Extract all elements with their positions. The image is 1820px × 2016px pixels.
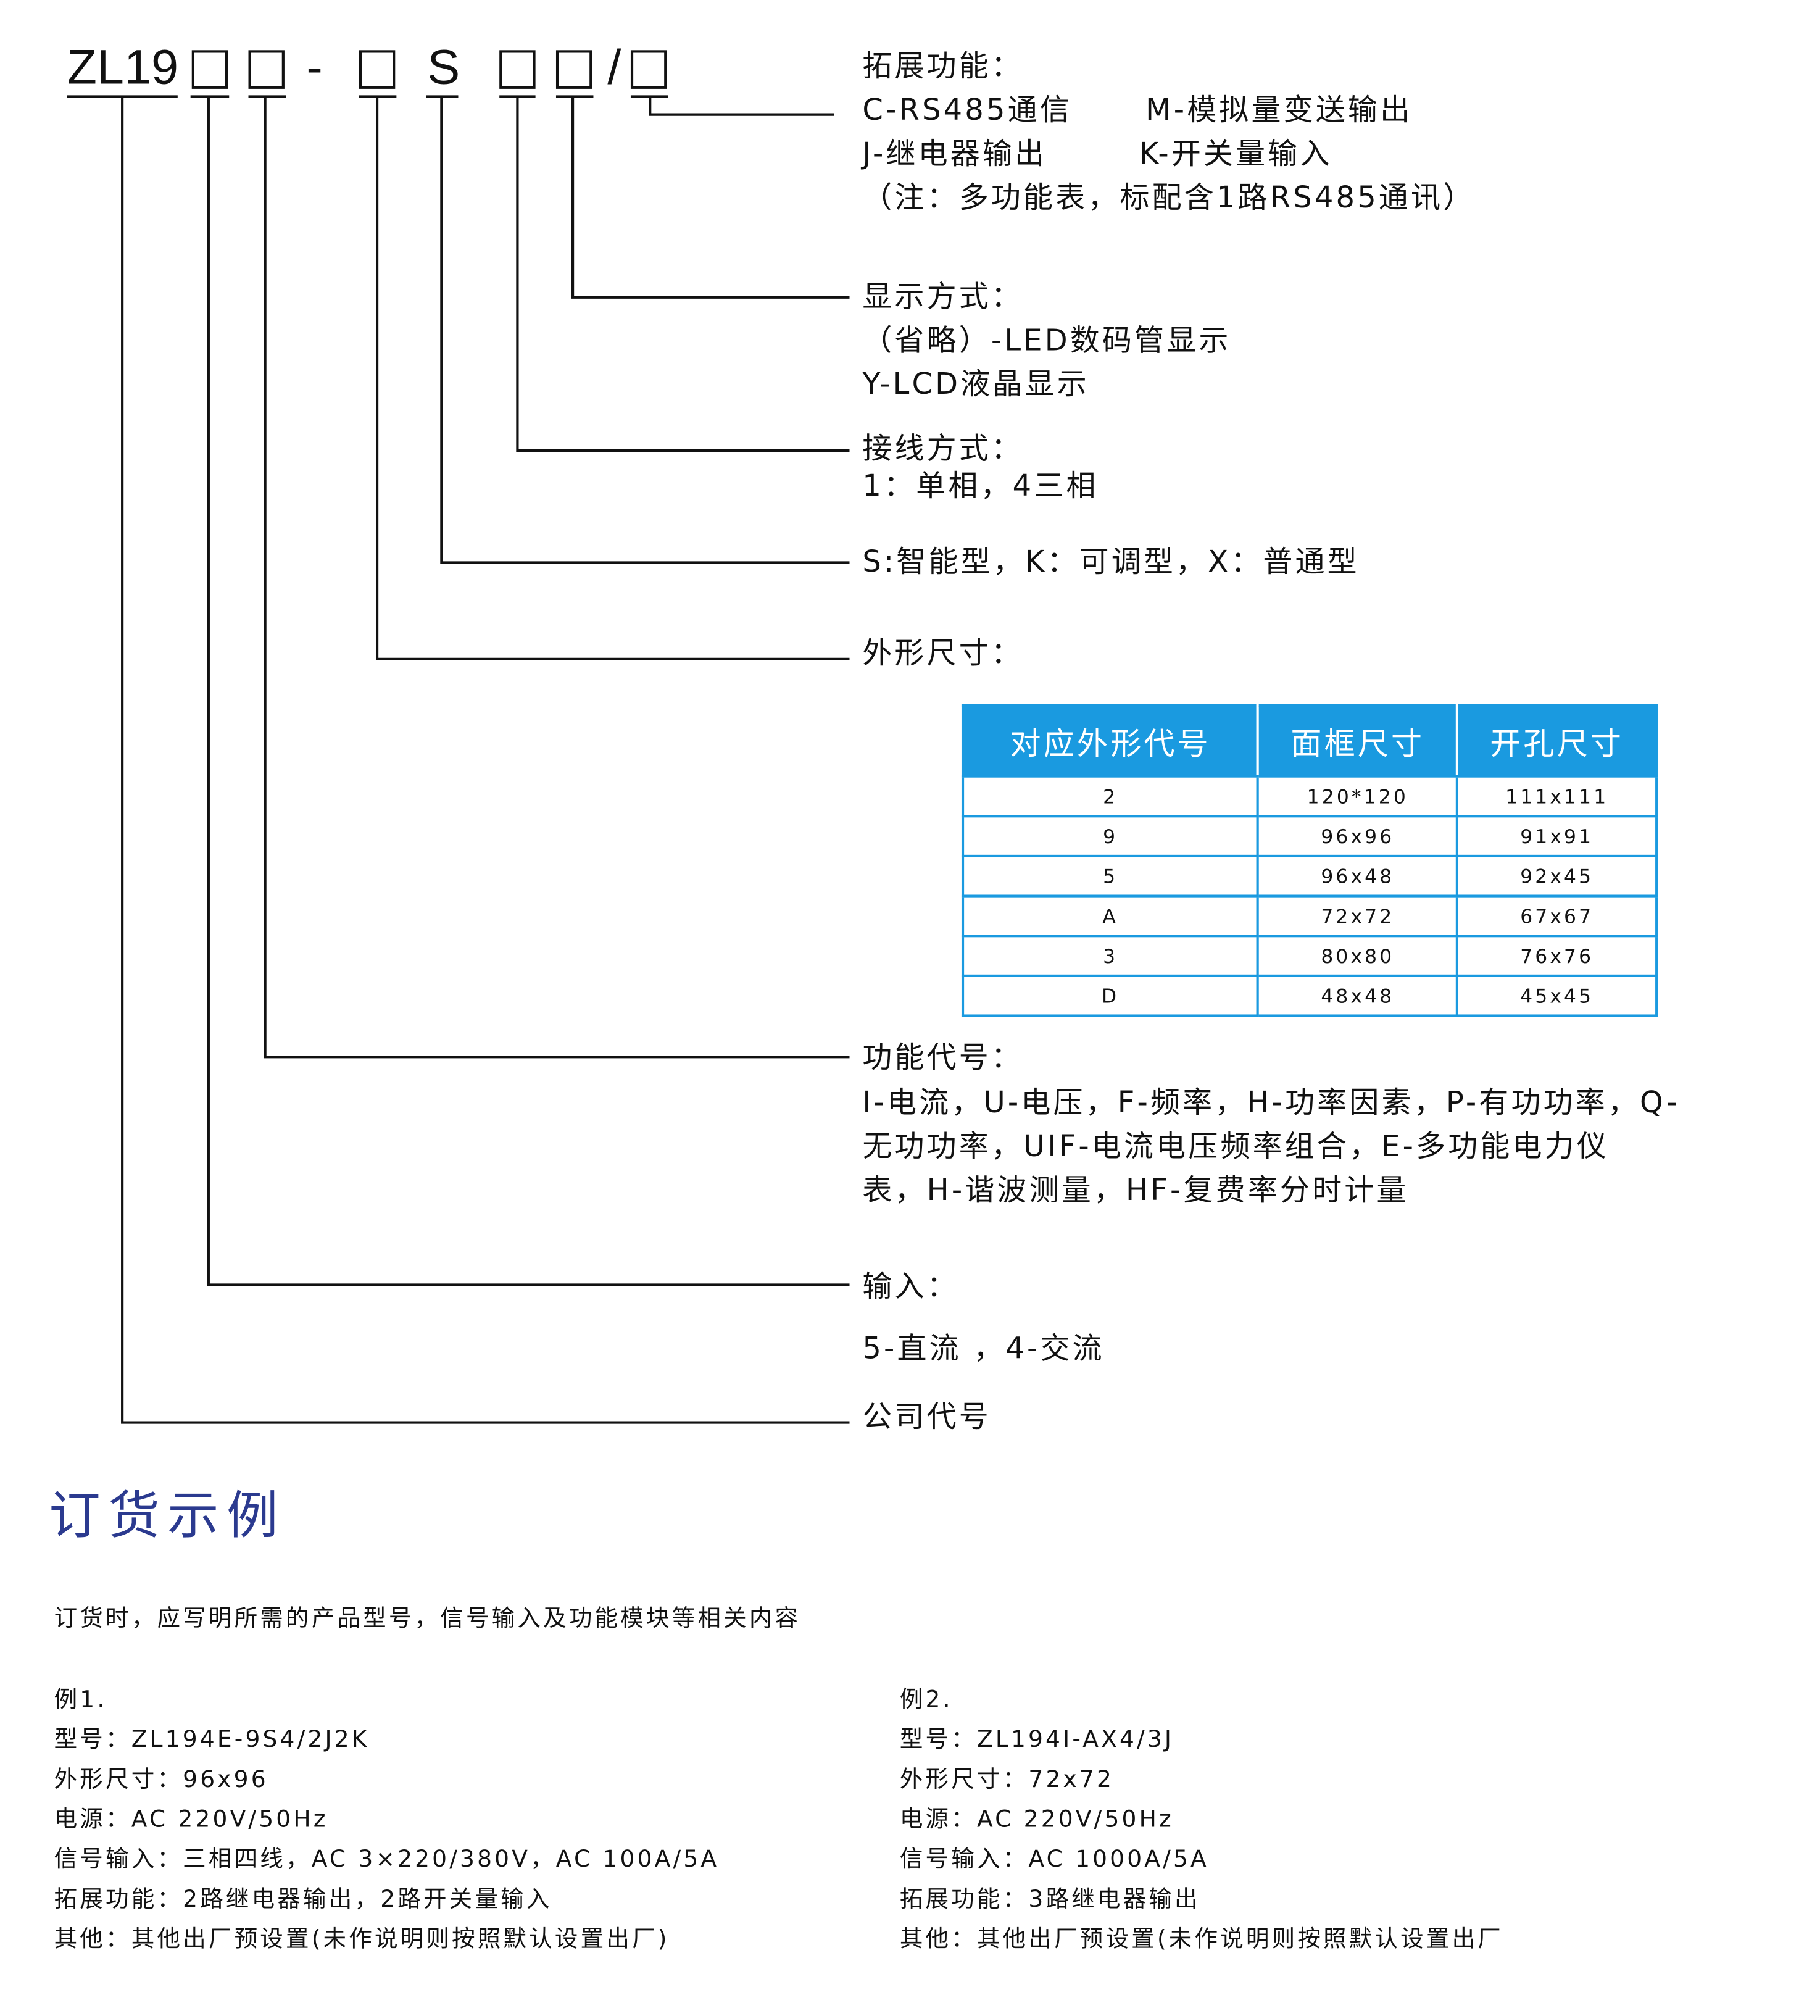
model-s: S [427, 41, 460, 96]
example-label: 例2. [899, 1686, 953, 1714]
wiring-placeholder-box [499, 50, 536, 89]
example-line: 信号输入：AC 1000A/5A [899, 1846, 1209, 1873]
example-line: 拓展功能：2路继电器输出，2路开关量输入 [54, 1886, 552, 1914]
example-line: 拓展功能：3路继电器输出 [899, 1886, 1200, 1914]
expansion-line: J-继电器输出 [862, 138, 1047, 172]
size-title: 外形尺寸： [862, 637, 1024, 671]
table-cell: 9 [961, 815, 1260, 858]
leader-expansion [649, 96, 834, 116]
example-line: 电源：AC 220V/50Hz [54, 1806, 328, 1833]
display-line: （省略）-LED数码管显示 [862, 324, 1231, 358]
expansion-title: 拓展功能： [862, 50, 1024, 84]
example-line: 外形尺寸：96x96 [54, 1766, 268, 1794]
table-cell: 120*120 [1257, 775, 1459, 818]
leader-display [571, 96, 850, 299]
table-cell: 3 [961, 935, 1260, 977]
model-dash: - [306, 41, 323, 96]
type-title: S:智能型，K：可调型，X：普通型 [862, 546, 1360, 580]
column-header: 开孔尺寸 [1456, 704, 1658, 778]
input-placeholder-box [191, 50, 228, 89]
table-cell: 96x48 [1257, 854, 1459, 898]
leader-input [207, 96, 850, 1286]
display-placeholder-box [555, 50, 592, 89]
wiring-title: 接线方式： [862, 432, 1024, 466]
function-placeholder-box [248, 50, 285, 89]
example-line: 其他：其他出厂预设置(未作说明则按照默认设置出厂 [899, 1926, 1504, 1953]
leader-wiring [516, 96, 850, 452]
function-line: 无功功率，UIF-电流电压频率组合，E-多功能电力仪 [862, 1130, 1609, 1164]
model-prefix: ZL19 [67, 41, 179, 96]
function-title: 功能代号： [862, 1041, 1024, 1075]
function-line: 表，H-谐波测量，HF-复费率分时计量 [862, 1174, 1409, 1208]
leader-company [121, 96, 850, 1424]
table-cell: 48x48 [1257, 974, 1459, 1017]
expansion-placeholder-box [630, 50, 667, 89]
wiring-line: 1：单相，4三相 [862, 470, 1099, 504]
table-cell: 2 [961, 775, 1260, 818]
size-placeholder-box [359, 50, 396, 89]
example-line: 型号：ZL194E-9S4/2J2K [54, 1726, 370, 1754]
expansion-line: M-模拟量变送输出 [1145, 94, 1413, 128]
expansion-note: （注：多功能表，标配含1路RS485通讯） [862, 181, 1476, 215]
table-cell: 45x45 [1456, 974, 1658, 1017]
table-cell: D [961, 974, 1260, 1017]
leader-size [375, 96, 850, 660]
leader-function [264, 96, 850, 1059]
table-cell: 96x96 [1257, 815, 1459, 858]
expansion-line: K-开关量输入 [1139, 138, 1332, 172]
order-intro: 订货时，应写明所需的产品型号，信号输入及功能模块等相关内容 [54, 1605, 801, 1633]
table-header-row: 对应外形代号 面框尺寸 开孔尺寸 [961, 704, 1658, 778]
example-label: 例1. [54, 1686, 107, 1714]
table-cell: 91x91 [1456, 815, 1658, 858]
table-cell: 67x67 [1456, 894, 1658, 938]
column-header: 对应外形代号 [961, 704, 1260, 778]
expansion-line: C-RS485通信 [862, 94, 1072, 128]
display-line: Y-LCD液晶显示 [862, 368, 1089, 402]
column-header: 面框尺寸 [1257, 704, 1459, 778]
example-line: 电源：AC 220V/50Hz [899, 1806, 1174, 1833]
display-title: 显示方式： [862, 280, 1024, 314]
function-line: I-电流，U-电压，F-频率，H-功率因素，P-有功功率，Q- [862, 1086, 1680, 1120]
leader-type [440, 96, 850, 564]
table-cell: 92x45 [1456, 854, 1658, 898]
input-title: 输入： [862, 1270, 959, 1304]
company-title: 公司代号 [862, 1401, 991, 1435]
example-line: 型号：ZL194I-AX4/3J [899, 1726, 1174, 1754]
order-example-heading: 订货示例 [49, 1486, 286, 1546]
example-line: 信号输入：三相四线，AC 3×220/380V，AC 100A/5A [54, 1846, 720, 1873]
table-cell: 5 [961, 854, 1260, 898]
input-line: 5-直流 ，4-交流 [862, 1332, 1105, 1366]
table-cell: 80x80 [1257, 935, 1459, 977]
table-cell: A [961, 894, 1260, 938]
table-cell: 111x111 [1456, 775, 1658, 818]
table-cell: 76x76 [1456, 935, 1658, 977]
example-line: 其他：其他出厂预设置(未作说明则按照默认设置出厂) [54, 1926, 670, 1953]
table-cell: 72x72 [1257, 894, 1459, 938]
example-line: 外形尺寸：72x72 [899, 1766, 1115, 1794]
model-slash: / [607, 41, 621, 96]
